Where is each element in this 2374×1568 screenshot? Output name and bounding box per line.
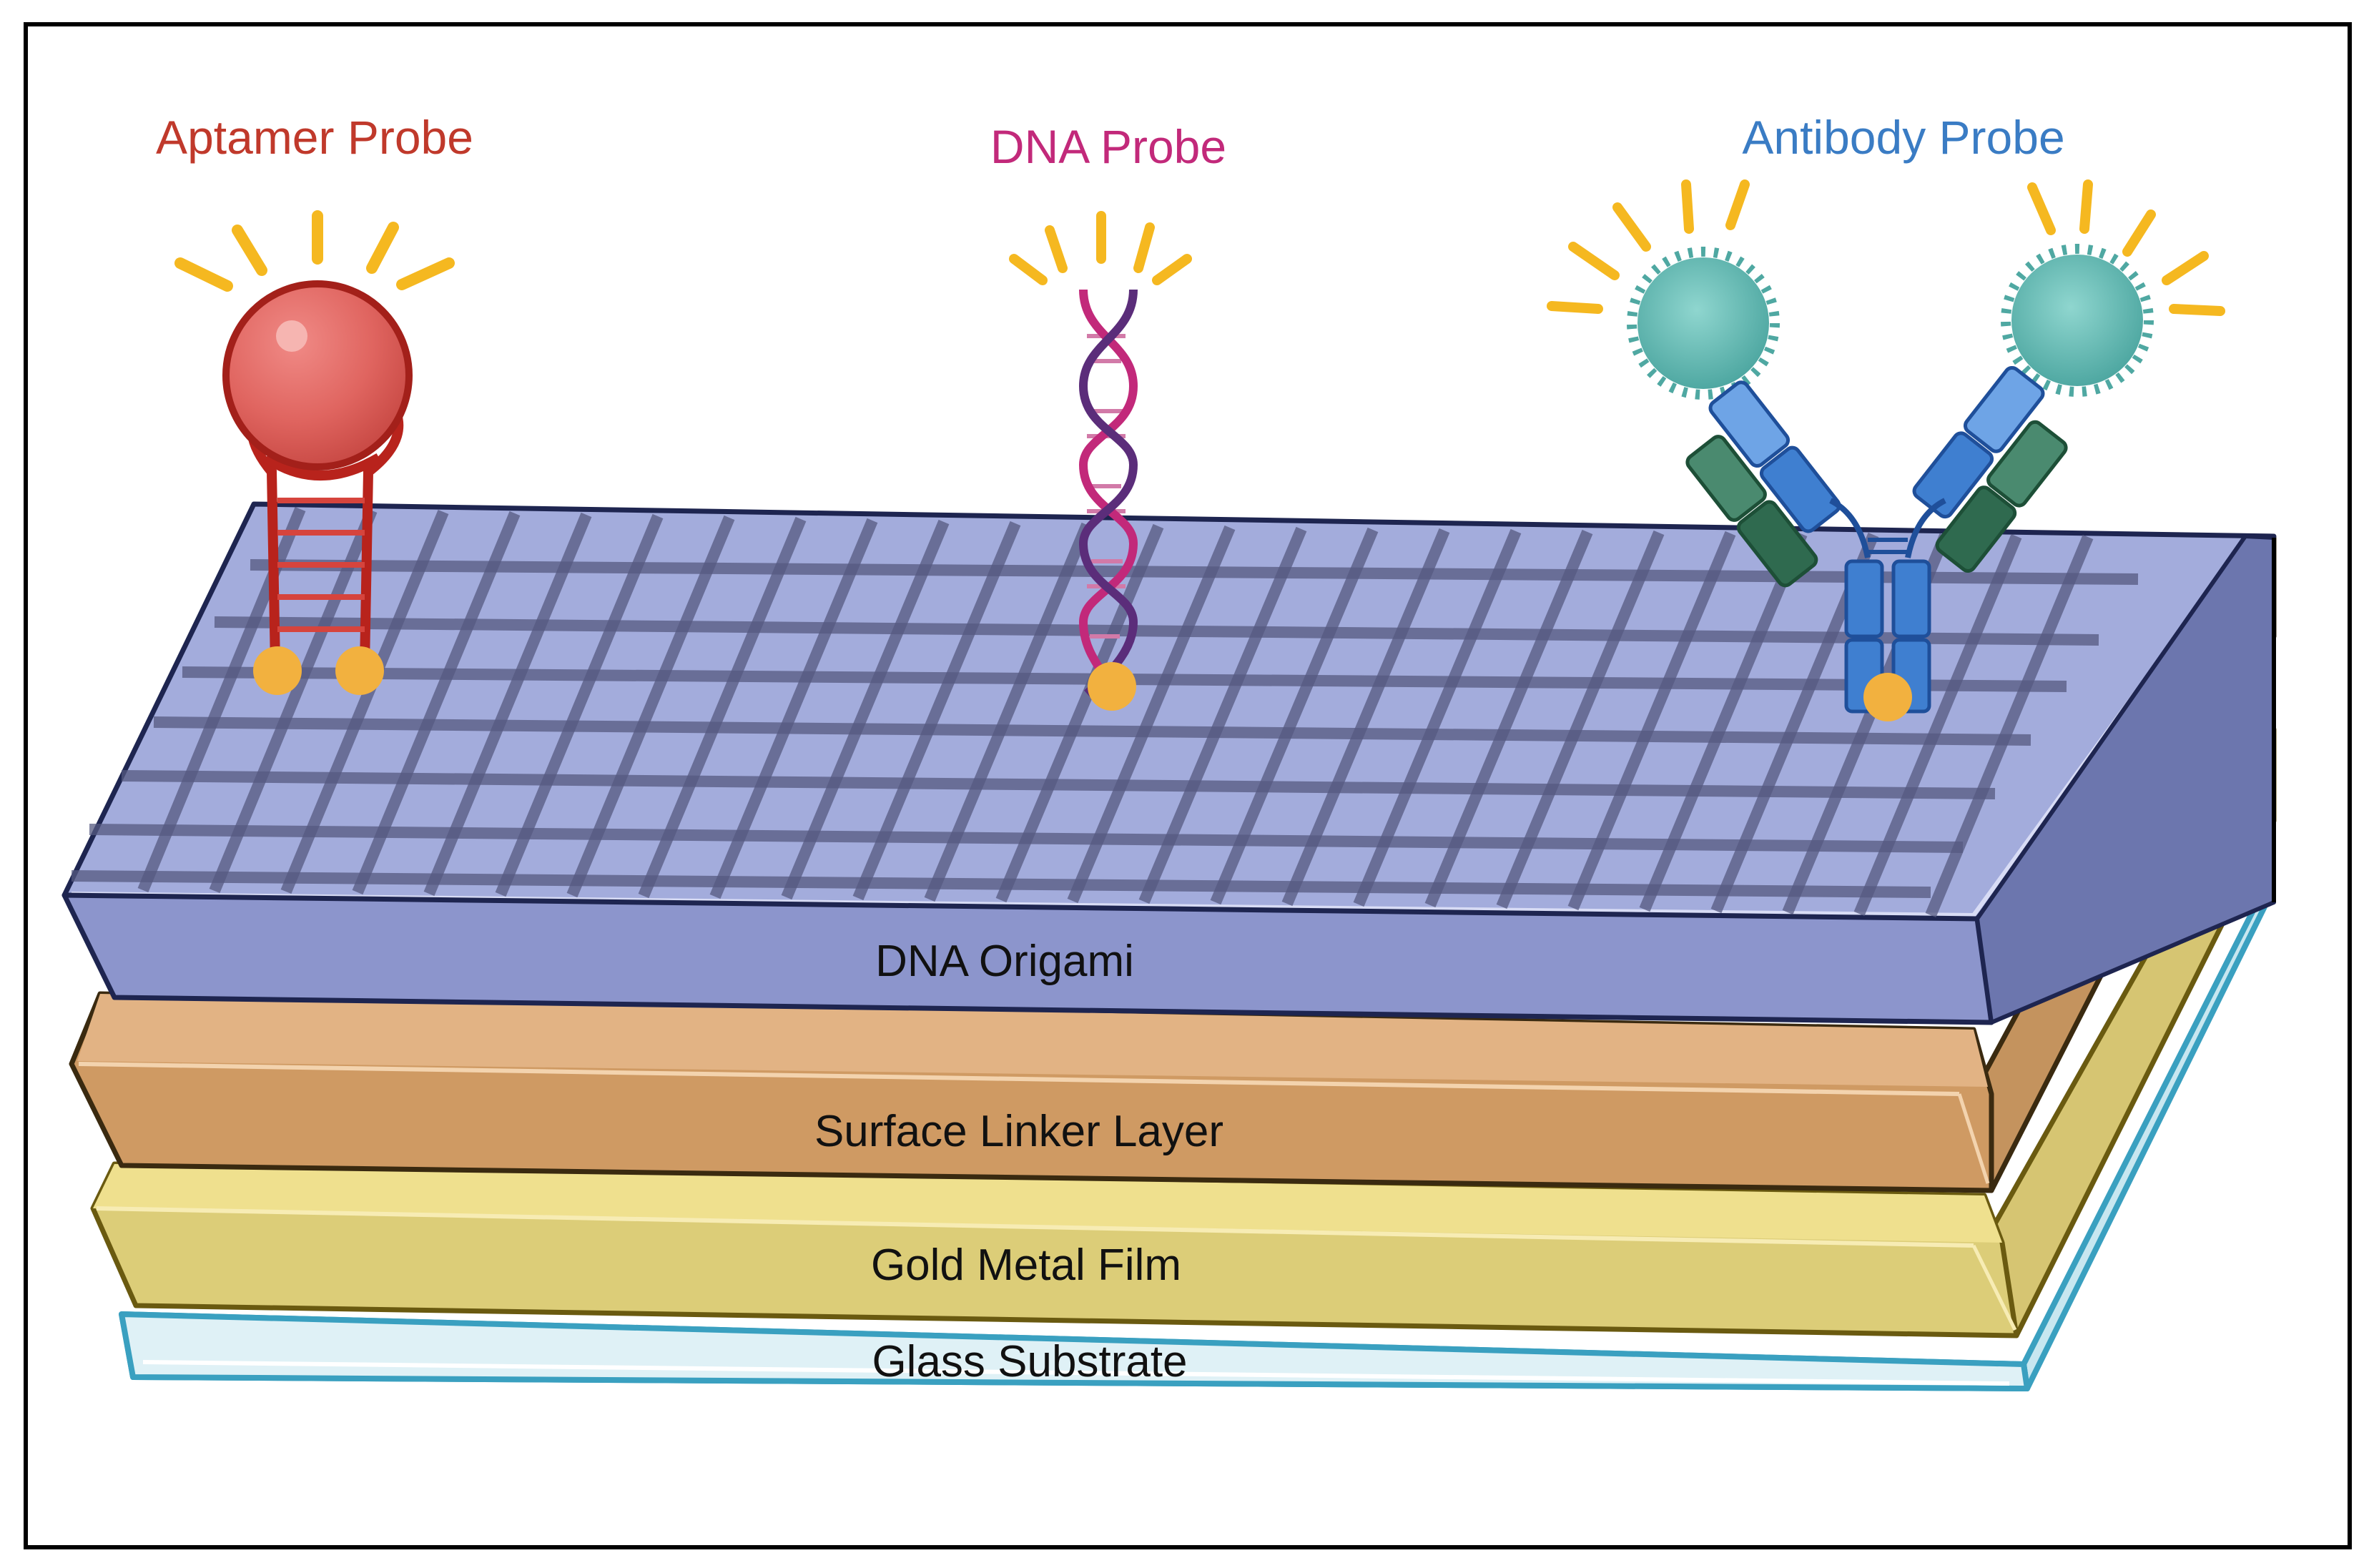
aptamer-glow-icon: [174, 210, 455, 292]
linker-layer-label: Surface Linker Layer: [814, 1107, 1223, 1156]
antibody-probe: Antibody Probe: [1547, 111, 2225, 721]
antibody-probe-label: Antibody Probe: [1742, 111, 2064, 164]
antigen-right-icon: [2001, 244, 2154, 397]
dna-origami-layer: DNA Origami: [61, 501, 2277, 1025]
gold-film-label: Gold Metal Film: [871, 1241, 1181, 1290]
dna-probe-label: DNA Probe: [990, 120, 1226, 173]
aptamer-probe-label: Aptamer Probe: [156, 111, 473, 164]
antibody-glow-left-icon: [1547, 179, 1750, 314]
aptamer-anchor-right-icon: [335, 646, 384, 695]
dna-helix-icon: [1078, 289, 1138, 697]
aptamer-anchor-left-icon: [253, 646, 302, 695]
dna-origami-label: DNA Origami: [875, 937, 1134, 986]
glass-substrate-layer: Glass Substrate: [119, 874, 2273, 1391]
antibody-y-icon: [1685, 365, 2068, 714]
aptamer-target-ball-icon: [222, 280, 413, 470]
glass-substrate-label: Glass Substrate: [872, 1337, 1187, 1386]
dna-glow-icon: [1009, 211, 1192, 285]
dna-anchor-icon: [1088, 662, 1136, 711]
dna-probe: DNA Probe: [990, 120, 1226, 711]
antigen-left-icon: [1627, 247, 1780, 400]
antibody-glow-right-icon: [2027, 179, 2225, 316]
origami-grid: [71, 506, 2139, 918]
aptamer-probe: Aptamer Probe: [156, 111, 473, 695]
antibody-anchor-icon: [1863, 673, 1912, 721]
